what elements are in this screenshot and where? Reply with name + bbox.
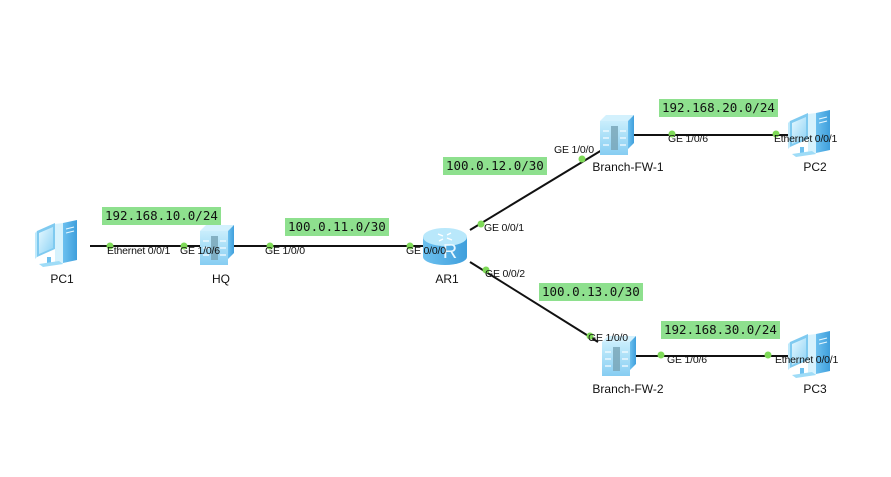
port-status-dot [657,351,665,359]
port-status-dot [180,242,188,250]
port-label: GE 0/0/0 [406,245,446,257]
port-label: GE 1/0/0 [588,332,628,344]
port-label: GE 1/0/6 [180,245,220,257]
port-label: GE 1/0/0 [265,245,305,257]
port-label: Ethernet 0/0/1 [775,354,839,366]
router-ar1-icon[interactable]: R [423,228,467,265]
network-label[interactable]: 192.168.20.0/24 [659,99,778,117]
link-ar1-fw1[interactable] [469,149,603,231]
port-status-dot [266,242,274,250]
port-label: GE 1/0/6 [668,133,708,145]
device-label-fw2: Branch-FW-2 [592,382,664,396]
device-label-fw1: Branch-FW-1 [592,160,664,174]
network-label[interactable]: 100.0.11.0/30 [285,218,389,236]
network-label[interactable]: 192.168.10.0/24 [102,207,221,225]
port-status-dot [772,130,780,138]
network-label[interactable]: 100.0.12.0/30 [443,157,547,175]
port-status-dot [406,242,414,250]
port-label: GE 0/0/2 [485,268,525,280]
device-label-pc2: PC2 [803,160,827,174]
pc-pc1-icon[interactable] [35,220,77,267]
firewall-hq-icon[interactable] [200,225,234,265]
port-label: GE 1/0/0 [554,144,594,156]
pc-pc2-icon[interactable] [788,110,830,157]
pc-pc3-icon[interactable] [788,331,830,378]
port-status-dot [764,351,772,359]
port-label: Ethernet 0/0/1 [774,133,838,145]
network-label[interactable]: 192.168.30.0/24 [661,321,780,339]
port-status-dot [586,332,594,340]
firewall-fw1-icon[interactable] [600,115,634,155]
port-label: GE 1/0/6 [667,354,707,366]
port-status-dot [106,242,114,250]
device-label-ar1: AR1 [435,272,459,286]
link-ar1-fw2[interactable] [469,261,599,343]
firewall-fw2-icon[interactable] [602,336,636,376]
device-label-pc1: PC1 [50,272,74,286]
port-label: GE 0/0/1 [484,222,524,234]
network-label[interactable]: 100.0.13.0/30 [539,283,643,301]
port-status-dot [477,220,485,228]
device-label-hq: HQ [212,272,230,286]
port-label: Ethernet 0/0/1 [107,245,171,257]
device-label-pc3: PC3 [803,382,827,396]
svg-text:R: R [443,241,457,263]
port-status-dot [668,130,676,138]
port-status-dot [578,155,586,163]
port-status-dot [482,266,490,274]
